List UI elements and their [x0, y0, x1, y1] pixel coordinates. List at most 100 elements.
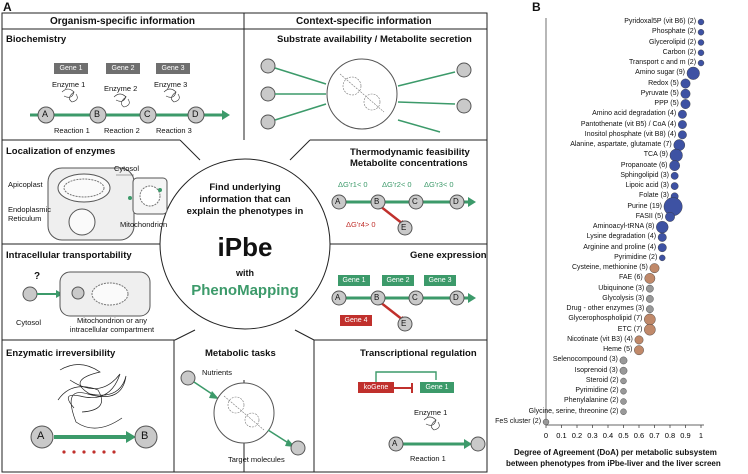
data-point — [697, 39, 705, 46]
expr-gene-2: Gene 2 — [382, 275, 414, 286]
thermo-title-1: Thermodynamic feasibility — [350, 147, 470, 158]
data-point — [697, 18, 705, 26]
irreversibility-diagram — [30, 364, 158, 454]
category-label: Lipoic acid (3) — [625, 182, 670, 190]
transport-cytosol-label: Cytosol — [16, 318, 42, 327]
node-b: B — [94, 109, 101, 119]
data-point — [680, 99, 691, 109]
data-point — [659, 254, 666, 262]
expr-node-d: D — [453, 293, 459, 302]
expr-node-b: B — [374, 293, 380, 302]
irrev-node-a: A — [37, 430, 45, 442]
x-tick-label: 0.2 — [572, 431, 582, 440]
data-point — [646, 305, 654, 314]
category-label: Purine (19) — [627, 202, 662, 210]
transport-title: Intracellular transportability — [6, 250, 132, 261]
category-label: Sphingolipid (3) — [620, 171, 670, 179]
data-point — [677, 120, 687, 129]
category-label: FeS cluster (2) — [495, 418, 542, 425]
category-label: Amino sugar (9) — [635, 69, 685, 77]
category-label: Pyruvate (5) — [640, 89, 679, 97]
thermo-pathway — [331, 194, 476, 236]
data-point — [644, 323, 656, 336]
enzyme-1-label: Enzyme 1 — [52, 80, 86, 89]
center-phenomapping: PhenoMapping — [191, 282, 299, 299]
data-point — [677, 130, 687, 140]
expression-pathway — [331, 290, 476, 332]
left-header: Organism-specific information — [50, 16, 196, 27]
category-label: FASII (5) — [635, 212, 664, 220]
data-point — [697, 29, 705, 36]
node-d: D — [192, 109, 199, 119]
x-tick-label: 0.1 — [556, 431, 566, 440]
data-point — [697, 49, 705, 56]
expr-gene-4: Gene 4 — [340, 315, 372, 326]
cell-diagram — [47, 167, 168, 241]
x-tick-label: 0.9 — [680, 431, 690, 440]
data-point — [670, 172, 679, 180]
expr-node-a: A — [335, 293, 341, 302]
localization-title: Localization of enzymes — [6, 146, 116, 157]
data-point — [619, 366, 628, 375]
category-label: Glycerophospholipid (7) — [568, 315, 643, 323]
nutrients-label: Nutrients — [202, 368, 233, 377]
x-tick-label: 0.5 — [618, 431, 628, 440]
gene-box-2: Gene 2 — [106, 63, 140, 74]
category-label: Ubiquinone (3) — [598, 284, 645, 292]
category-label: Pantothenate (vit B5) / CoA (4) — [580, 120, 677, 128]
mito-label: Mitochondrion — [120, 220, 168, 229]
category-label: Alanine, aspartate, glutamate (7) — [570, 141, 672, 149]
tasks-diagram — [180, 370, 306, 456]
category-label: Nicotinate (vit B3) (4) — [567, 335, 633, 343]
trans-enzyme-label: Enzyme 1 — [414, 408, 448, 417]
gene-box-3: Gene 3 — [156, 63, 190, 74]
expr-gene-3: Gene 3 — [424, 275, 456, 286]
category-label: Pyridoxal5P (vit B6) (2) — [624, 18, 697, 25]
center-with: with — [236, 268, 254, 278]
irreversibility-title: Enzymatic irreversibility — [6, 348, 116, 359]
er-label: Endoplasmic Reticulum — [8, 205, 51, 223]
expr-node-c: C — [412, 293, 418, 302]
data-point — [634, 345, 644, 356]
x-axis-label-2: between phenotypes from iPbe-liver and t… — [506, 459, 721, 468]
transport-question: ? — [34, 271, 41, 282]
x-axis-label-1: Degree of Agreement (DoA) per metabolic … — [514, 448, 717, 457]
data-point — [542, 418, 550, 426]
data-point — [620, 377, 627, 385]
data-point — [686, 66, 700, 80]
category-label: Phenylalanine (2) — [564, 397, 619, 405]
data-point — [644, 273, 656, 284]
apicoplast-label: Apicoplast — [8, 180, 43, 189]
reaction-1-label: Reaction 1 — [54, 126, 90, 135]
category-label: Transport c and m (2) — [628, 59, 697, 67]
expr-node-e: E — [401, 319, 407, 328]
data-point — [620, 398, 627, 405]
x-tick-label: 0.8 — [665, 431, 675, 440]
node-c: C — [144, 109, 151, 119]
category-label: Drug - other enzymes (3) — [566, 305, 645, 313]
data-point — [665, 211, 675, 222]
kogene-box: koGene — [358, 382, 394, 393]
category-label: Propanoate (6) — [620, 161, 668, 169]
trans-node-a: A — [392, 439, 398, 448]
category-label: Pyrimidine (2) — [575, 387, 619, 395]
category-label: Amino acid degradation (4) — [592, 110, 677, 118]
right-header: Context-specific information — [296, 16, 432, 27]
center-ipbe: iPbe — [217, 232, 273, 262]
thermo-node-c: C — [412, 197, 418, 206]
x-tick-label: 1 — [699, 431, 703, 440]
category-label: Carbon (2) — [662, 48, 697, 56]
category-label: Folate (3) — [639, 192, 670, 200]
dg-neg: ΔG'r4> 0 — [346, 220, 376, 229]
category-label: Redox (5) — [648, 79, 679, 87]
data-point — [670, 182, 679, 190]
thermo-node-a: A — [335, 197, 341, 206]
substrate-title: Substrate availability / Metabolite secr… — [277, 34, 472, 45]
x-tick-label: 0.7 — [649, 431, 659, 440]
category-label: Phosphate (2) — [652, 28, 697, 36]
category-label: FAE (6) — [618, 274, 643, 282]
data-point — [657, 232, 667, 242]
category-label: Selenocompound (3) — [552, 356, 618, 364]
category-label: Pyrimidine (2) — [614, 253, 658, 261]
category-label: Isoprenoid (3) — [574, 366, 618, 374]
